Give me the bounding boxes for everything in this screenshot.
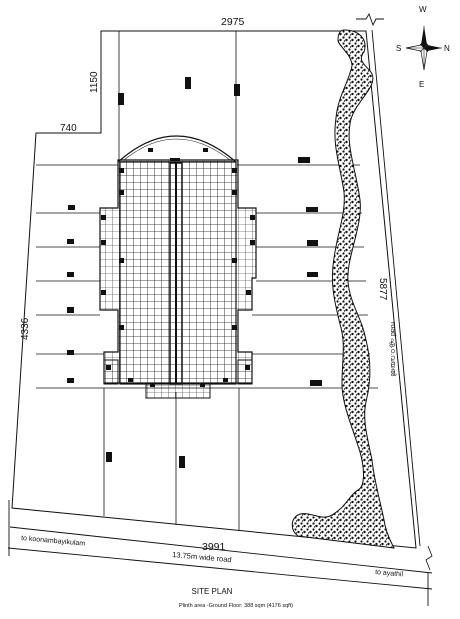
dim-right: 5877 xyxy=(377,278,388,301)
river-road-line xyxy=(371,29,421,547)
compass-north: N xyxy=(444,44,450,53)
building xyxy=(99,135,257,399)
road xyxy=(7,500,433,606)
road-left-label: to koonambayikulam xyxy=(21,535,86,548)
dim-notch-width: 740 xyxy=(60,123,77,134)
drawing-title: SITE PLAN xyxy=(192,587,233,596)
road-right-label: to ayathil xyxy=(375,569,404,578)
plinth-area-note: Plinth area -Ground Floor: 388 sqm (4176… xyxy=(179,603,293,609)
break-line xyxy=(356,12,384,27)
plot-boundary xyxy=(11,30,417,549)
compass-south: S xyxy=(396,44,401,53)
compass-east: E xyxy=(419,80,424,89)
river xyxy=(291,29,395,549)
compass-icon xyxy=(405,26,442,71)
compass-west: W xyxy=(419,5,427,14)
neighbour-houses xyxy=(67,77,322,468)
dim-bottom: 3991 xyxy=(202,541,226,553)
dim-left: 4336 xyxy=(20,317,31,340)
dim-top: 2975 xyxy=(221,16,245,28)
river-road-label: road ഏ.ഠ.വയൽ xyxy=(389,322,397,376)
dim-notch-height: 1150 xyxy=(89,71,100,93)
